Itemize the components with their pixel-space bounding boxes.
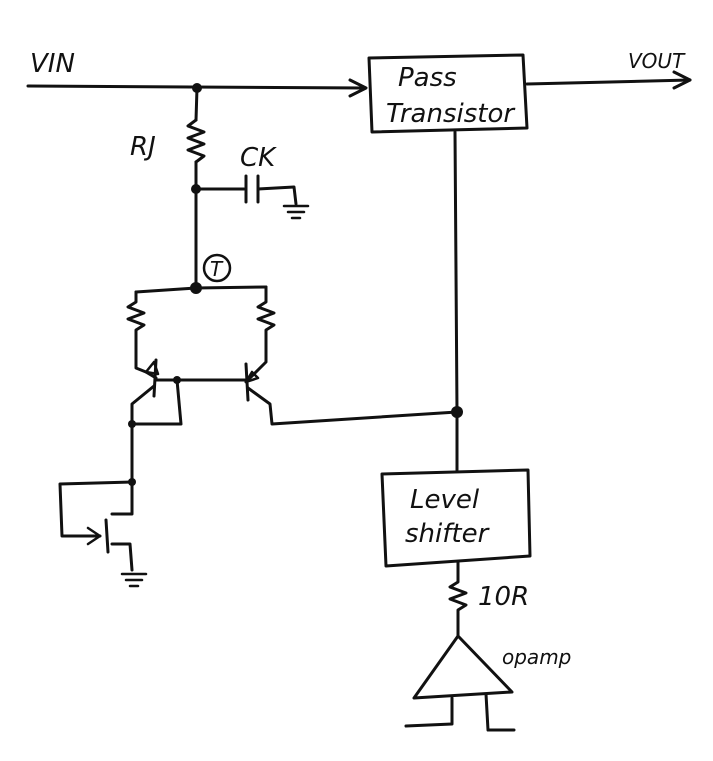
ck-label: CK bbox=[240, 143, 277, 173]
pass-transistor-label-line1: Pass bbox=[398, 63, 457, 93]
opamp-label: opamp bbox=[502, 645, 571, 669]
rj-label: RJ bbox=[130, 132, 156, 162]
pass-transistor-label-line2: Transistor bbox=[386, 99, 516, 129]
mosfet-transistor bbox=[58, 480, 148, 588]
vout-line bbox=[525, 70, 692, 90]
level-shifter-block: Level shifter bbox=[380, 468, 532, 568]
t-label: T bbox=[210, 257, 224, 281]
feedback-junction-dot bbox=[451, 406, 463, 418]
pass-to-feedback-wire bbox=[453, 130, 459, 472]
r10-resistor bbox=[448, 560, 468, 638]
ck-capacitor bbox=[194, 174, 310, 220]
right-transistor bbox=[244, 362, 459, 426]
level-shifter-label-line1: Level bbox=[410, 485, 480, 515]
rj-resistor bbox=[186, 118, 206, 164]
level-shifter-label-line2: shifter bbox=[405, 519, 491, 549]
rj-top-wire bbox=[194, 86, 199, 122]
diff-pair-top-rail bbox=[134, 285, 268, 294]
r10-label: 10R bbox=[478, 582, 529, 612]
t-node-marker: T bbox=[202, 253, 232, 283]
opamp-symbol bbox=[404, 634, 516, 732]
pass-transistor-block: Pass Transistor bbox=[367, 53, 529, 134]
left-emitter-resistor bbox=[126, 290, 148, 374]
left-transistor bbox=[130, 358, 160, 426]
vin-label: VIN bbox=[30, 49, 75, 79]
diode-connect-wire bbox=[130, 378, 183, 426]
right-emitter-resistor bbox=[252, 285, 276, 376]
vout-label: VOUT bbox=[628, 49, 686, 73]
